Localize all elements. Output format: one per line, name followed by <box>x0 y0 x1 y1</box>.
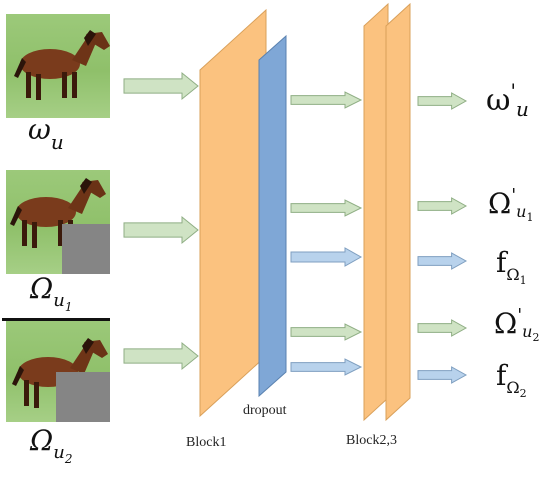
mid-arrow-5 <box>290 358 363 376</box>
input-image-2 <box>6 170 110 274</box>
output-label-omega-prime-u: ω'u <box>486 79 529 121</box>
input-arrow-1 <box>123 71 199 101</box>
mid-arrow-4 <box>290 323 363 341</box>
occlusion-mask <box>56 372 110 422</box>
output-arrow-4 <box>417 319 468 337</box>
occlusion-mask <box>62 224 110 274</box>
block23-label: Block2,3 <box>346 433 397 448</box>
dropout-label: dropout <box>243 403 287 418</box>
output-label-f-Omega2: fΩ2 <box>496 359 527 400</box>
output-arrow-2 <box>417 197 468 215</box>
block3-layer <box>385 2 411 422</box>
block2-layer <box>363 2 389 422</box>
output-arrow-5 <box>417 366 468 384</box>
output-label-f-Omega1: fΩ1 <box>496 246 527 287</box>
dropout-layer <box>258 34 287 398</box>
output-arrow-3 <box>417 252 468 270</box>
mid-arrow-3 <box>290 247 363 267</box>
input-image-1 <box>6 14 110 118</box>
input-arrow-2 <box>123 215 199 245</box>
input-label-Omega-u1: Ωu1 <box>29 272 72 314</box>
mid-arrow-2 <box>290 199 363 217</box>
mid-arrow-1 <box>290 91 363 109</box>
output-arrow-1 <box>417 92 468 110</box>
input-arrow-3 <box>123 341 199 371</box>
separator-line <box>2 318 110 321</box>
block1-label: Block1 <box>186 435 226 450</box>
block1-layer <box>199 8 267 418</box>
output-label-Omega-prime-u1: Ω'u1 <box>488 185 533 224</box>
input-label-Omega-u2: Ωu2 <box>29 424 72 466</box>
output-label-Omega-prime-u2: Ω'u2 <box>494 305 539 344</box>
input-image-3 <box>6 318 110 422</box>
input-label-omega-u: ωu <box>28 113 64 154</box>
